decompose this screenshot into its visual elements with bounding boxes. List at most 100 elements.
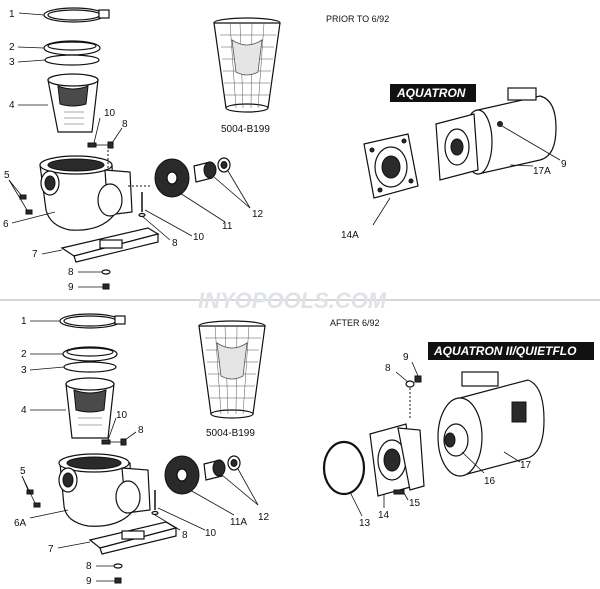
leader-line: [213, 176, 251, 209]
part-number-label: 14A: [341, 230, 359, 241]
leader-line: [461, 451, 485, 474]
leader-line: [221, 474, 259, 506]
part-number-label: 8: [182, 530, 188, 541]
basket-code-bottom: 5004-B199: [206, 428, 255, 439]
seal-plate-14a: [363, 133, 419, 199]
part-number-label: 6A: [14, 518, 27, 529]
leader-line: [395, 371, 409, 383]
part-number-label: 8: [138, 425, 144, 436]
lid-o-ring: [44, 54, 100, 66]
leader-line: [29, 509, 69, 519]
drain-plugs-b: [26, 489, 41, 508]
clamp-ring-b: [59, 313, 126, 329]
part-number-label: 9: [68, 282, 74, 293]
pump-lid: [43, 40, 101, 56]
part-number-label: 13: [359, 518, 371, 529]
model-tag-quietflo-bg: [428, 342, 594, 360]
watermark: INYOPOOLS.COM: [198, 288, 387, 313]
strainer-basket: [47, 73, 99, 133]
part-number-label: 10: [104, 108, 116, 119]
part-number-label: 1: [9, 9, 15, 20]
part-number-label: 7: [32, 249, 38, 260]
housing-bolts: [87, 141, 114, 168]
lid-o-ring-b: [63, 361, 117, 373]
part-number-label: 3: [21, 365, 27, 376]
impeller-set: [193, 157, 231, 183]
drain-plugs: [19, 194, 33, 215]
leader-line: [107, 417, 117, 441]
basket-code-top: 5004-B199: [221, 124, 270, 135]
diffuser-b: [164, 455, 200, 495]
part-number-label: 1: [21, 316, 27, 327]
leader-line: [227, 170, 251, 209]
part-number-label: 8: [86, 561, 92, 572]
leader-line: [154, 514, 181, 531]
leader-line: [141, 215, 171, 241]
part-number-label: 9: [561, 159, 567, 170]
part-number-label: 11A: [230, 517, 247, 528]
leader-line: [503, 451, 521, 463]
leader-line: [41, 249, 63, 255]
leader-line: [18, 12, 45, 16]
bottom-header: AFTER 6/92: [330, 318, 380, 328]
leader-line: [509, 164, 534, 167]
pump-base: [60, 227, 160, 263]
pump-housing-b: [58, 453, 151, 527]
leader-line: [21, 475, 36, 504]
leader-line: [29, 366, 65, 371]
bottom-section: AFTER 6/92 1 2 3 4: [14, 313, 594, 587]
part-number-label: 15: [409, 498, 421, 509]
part-number-label: 17A: [533, 166, 551, 177]
part-number-label: 9: [86, 576, 92, 587]
pump-housing: [39, 155, 133, 231]
leader-line: [17, 59, 46, 63]
pump-lid-b: [62, 346, 118, 362]
part-number-label: 14: [378, 510, 390, 521]
leader-line: [237, 468, 259, 506]
leader-line: [189, 489, 235, 516]
leader-line: [111, 127, 123, 144]
leader-line: [57, 541, 91, 549]
model-tag-aquatron-bg: [390, 84, 476, 102]
part-number-label: 8: [385, 363, 391, 374]
part-number-label: 5: [4, 170, 10, 181]
part-number-label: 3: [9, 57, 15, 68]
part-number-label: 6: [3, 219, 9, 230]
leader-line: [8, 179, 22, 196]
part-number-label: 5: [20, 466, 26, 477]
part-number-label: 11: [222, 221, 233, 232]
seal-o-ring-13: [322, 440, 366, 496]
part-number-label: 10: [193, 232, 205, 243]
leader-line: [17, 46, 45, 49]
leader-line: [8, 179, 28, 211]
basket-illustration: [213, 17, 281, 113]
leader-line: [501, 125, 561, 161]
part-number-label: 4: [9, 100, 15, 111]
part-number-label: 16: [484, 476, 496, 487]
leader-line: [179, 192, 226, 223]
leader-line: [157, 507, 206, 531]
part-number-label: 12: [252, 209, 264, 220]
part-number-label: 2: [21, 349, 27, 360]
part-number-label: 8: [122, 119, 128, 130]
leader-line: [372, 197, 391, 226]
basket-illustration-b: [198, 320, 266, 419]
diffuser: [154, 158, 190, 198]
leader-line: [11, 211, 56, 224]
leader-line: [403, 492, 409, 501]
part-number-label: 8: [172, 238, 178, 249]
model-tag-quietflo: AQUATRON II/QUIETFLO: [433, 344, 577, 358]
top-header: PRIOR TO 6/92: [326, 14, 389, 24]
leader-line: [93, 117, 101, 144]
part-number-label: 8: [68, 267, 74, 278]
part-number-label: 10: [116, 410, 128, 421]
leader-line: [411, 361, 419, 377]
leader-line: [144, 209, 193, 237]
strainer-basket-b: [65, 377, 115, 439]
base-hardware: [101, 269, 111, 290]
part-number-label: 9: [403, 352, 409, 363]
part-number-label: 10: [205, 528, 217, 539]
part-number-label: 17: [520, 460, 532, 471]
side-hardware-b: [151, 490, 159, 516]
